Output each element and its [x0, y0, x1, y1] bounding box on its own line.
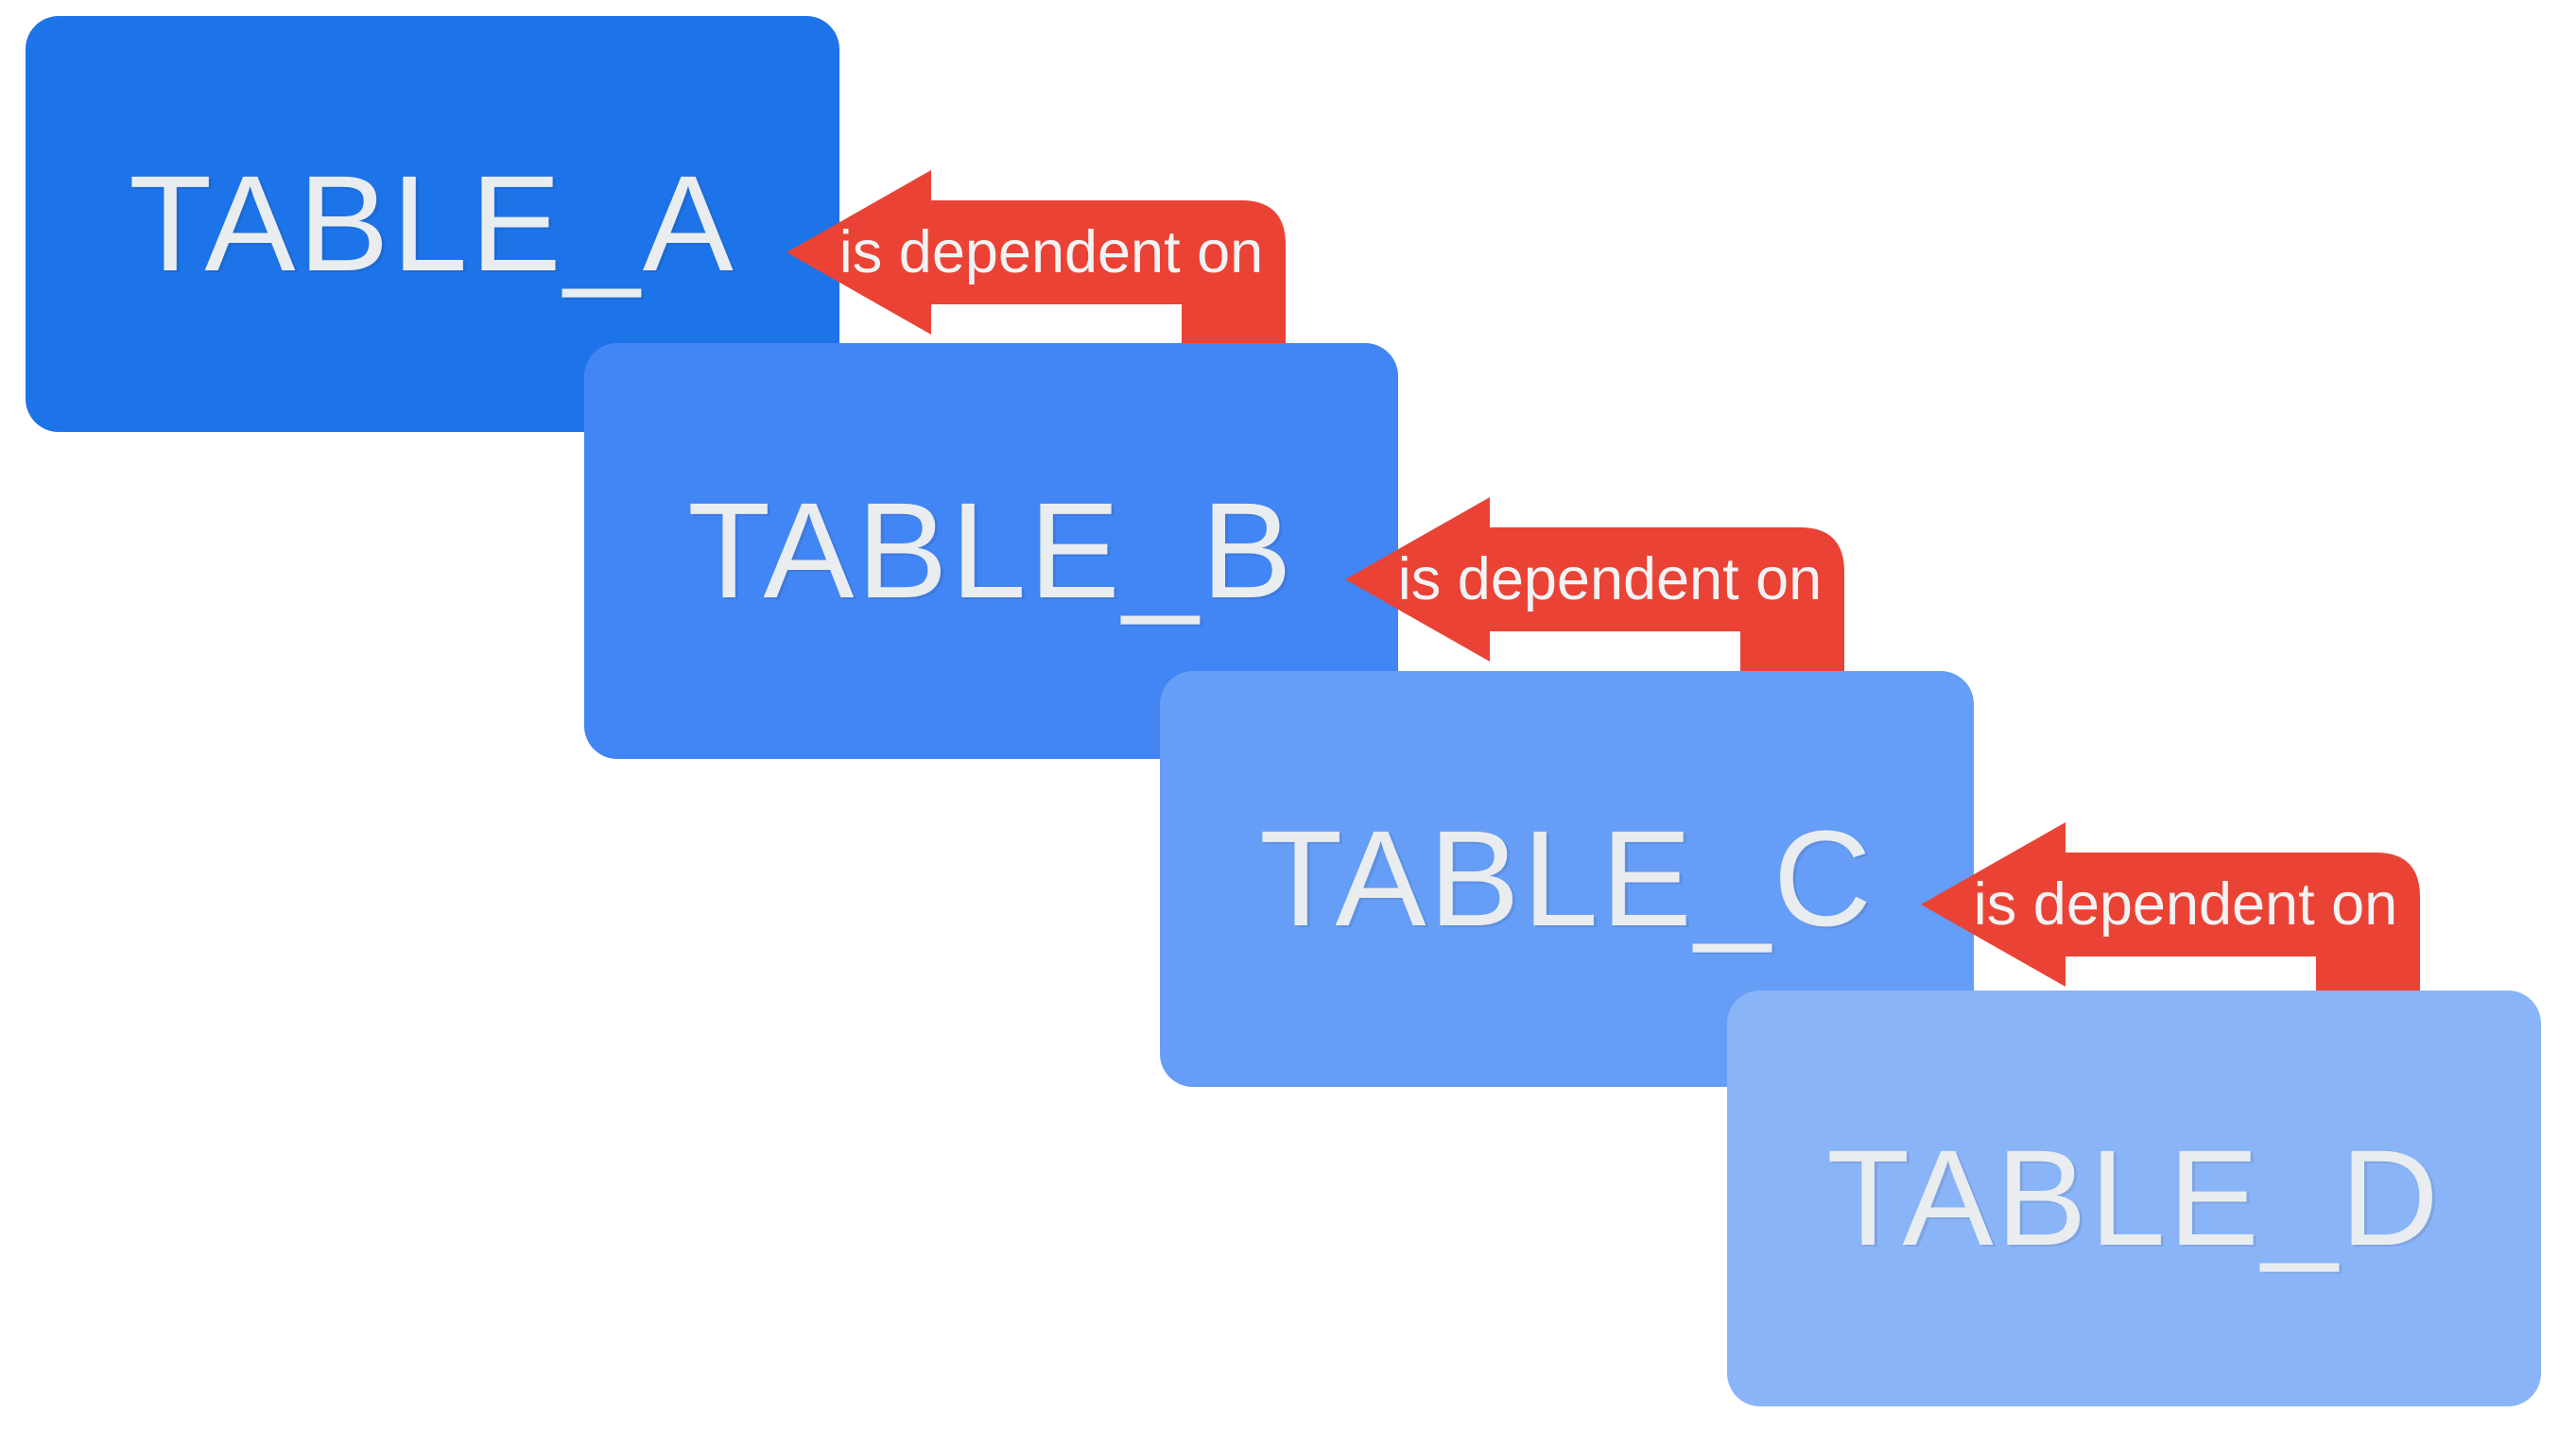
left-arrow-icon: [1345, 497, 1844, 674]
dependency-arrow-label: is dependent on: [838, 219, 1264, 285]
dependency-arrow-label: is dependent on: [1973, 871, 2398, 938]
node-table-b-label: TABLE_B: [687, 474, 1295, 627]
node-table-a: TABLE_A: [26, 16, 839, 432]
node-table-c-label: TABLE_C: [1259, 802, 1875, 955]
node-table-d-label: TABLE_D: [1826, 1122, 2442, 1274]
node-table-d: TABLE_D: [1727, 991, 2541, 1406]
dependency-arrow-d-to-c: is dependent on: [1921, 822, 2420, 999]
node-table-b: TABLE_B: [584, 343, 1398, 759]
dependency-arrow-label: is dependent on: [1397, 546, 1823, 612]
node-table-a-label: TABLE_A: [129, 147, 736, 300]
left-arrow-icon: [1921, 822, 2420, 999]
dependency-arrow-c-to-b: is dependent on: [1345, 497, 1844, 674]
left-arrow-icon: [787, 170, 1286, 347]
dependency-arrow-b-to-a: is dependent on: [787, 170, 1286, 347]
